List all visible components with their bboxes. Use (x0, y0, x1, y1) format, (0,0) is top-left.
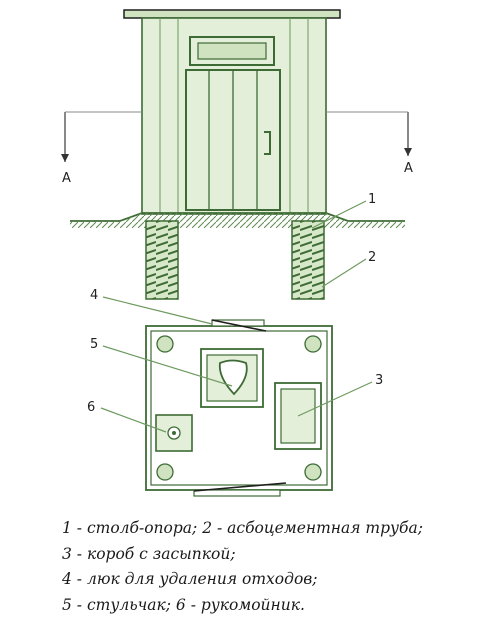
support-post-left (145, 220, 179, 300)
callout-2: 2 (368, 250, 376, 265)
door-boards (208, 70, 258, 210)
callout-line-5 (102, 345, 233, 387)
section-marker-left: A (61, 112, 71, 186)
callout-line-3 (297, 381, 373, 417)
section-label-right: A (404, 161, 413, 176)
wall-planks (159, 18, 309, 214)
section-label-left: A (62, 171, 71, 186)
roof (123, 9, 341, 19)
legend-line-1: 1 - столб-опора; 2 - асбоцементная труба… (62, 519, 423, 537)
callout-6: 6 (87, 400, 95, 415)
plan-view: 4 5 3 6 (87, 288, 383, 497)
legend-line-3: 4 - люк для удаления отходов; (62, 570, 318, 588)
callout-line-1 (311, 200, 367, 229)
front-elevation: A A 1 2 (61, 9, 413, 300)
callout-line-4 (102, 296, 213, 325)
callout-3: 3 (375, 373, 383, 388)
callout-line-2 (321, 258, 367, 288)
support-post-right (291, 220, 325, 300)
legend-line-2: 3 - короб с засыпкой; (62, 544, 236, 563)
door-handle-icon (264, 131, 271, 155)
callout-line-6 (100, 407, 167, 433)
callout-5: 5 (90, 337, 98, 352)
door-opening-bottom (193, 489, 281, 497)
legend-line-4: 5 - стульчак; 6 - рукомойник. (62, 595, 305, 614)
toilet-seat-icon (218, 359, 248, 396)
callout-1: 1 (368, 192, 376, 207)
corner-posts (156, 335, 322, 481)
hatch-lid-top (211, 319, 267, 332)
window-glass (197, 42, 267, 60)
door-leaf-bottom (193, 482, 287, 492)
callout-4: 4 (90, 288, 98, 303)
legend: 1 - столб-опора; 2 - асбоцементная труба… (62, 516, 472, 618)
section-marker-right: A (404, 112, 413, 176)
